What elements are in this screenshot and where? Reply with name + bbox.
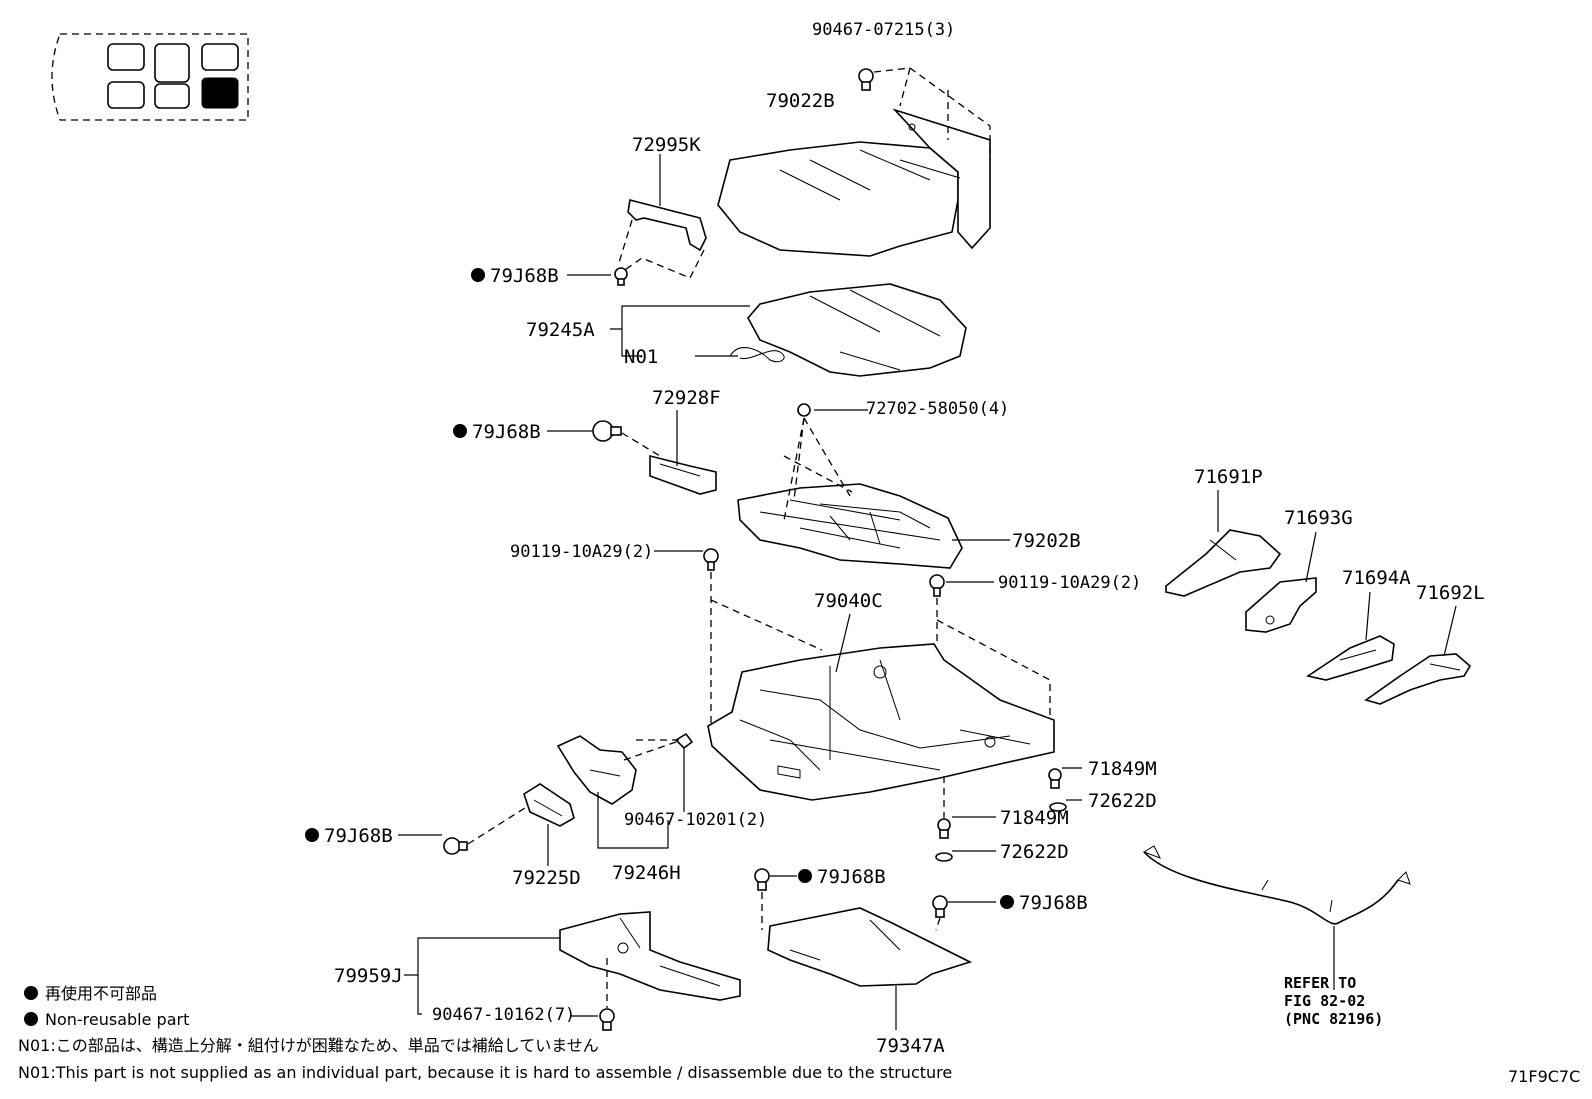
leader-lines (398, 154, 1457, 1030)
frame-79202B (737, 483, 963, 569)
cover-79347A (767, 907, 973, 987)
label-79022B: 79022B (766, 90, 835, 112)
fastener-79J68B-mid (592, 420, 622, 442)
frame-79040C (707, 643, 1055, 801)
wire-harness-82196 (1142, 845, 1411, 925)
label-79246H: 79246H (612, 862, 681, 884)
cover-79959J (559, 911, 741, 1001)
legend-nonreusable-jp: 再使用不可部品 (45, 984, 157, 1003)
label-79202B: 79202B (1012, 530, 1081, 552)
label-71691P: 71691P (1194, 466, 1263, 488)
bracket-71693G (1245, 577, 1317, 633)
bracket-71694A (1305, 635, 1395, 681)
label-90119-left: 90119-10A29(2) (510, 542, 653, 562)
clip-90467-10162 (599, 1008, 615, 1031)
washer-72622D-b (935, 852, 953, 862)
label-71849M-b: 71849M (1000, 807, 1069, 829)
label-79347A: 79347A (876, 1035, 945, 1057)
bracket-71691P (1165, 529, 1282, 597)
label-79J68B-a: 79J68B (490, 265, 559, 287)
label-72622D-b: 72622D (1000, 841, 1069, 863)
label-72702-58050: 72702-58050(4) (866, 399, 1009, 419)
bracket-79246H (556, 735, 637, 805)
clip-90467-10201 (674, 732, 694, 750)
nonreusable-bullets (24, 268, 1014, 1026)
label-79J68B-e: 79J68B (1019, 892, 1088, 914)
wire-N01 (729, 347, 785, 363)
screws-72702 (797, 403, 811, 417)
trim-72995K (627, 199, 707, 252)
fastener-79J68B-low (443, 837, 468, 855)
cover-79225D (523, 783, 575, 827)
label-79225D: 79225D (512, 867, 581, 889)
fastener-79J68B-top (614, 267, 628, 286)
seat-cushion-cover-79022B (717, 108, 991, 257)
label-71692L: 71692L (1416, 582, 1485, 604)
label-79245A: 79245A (526, 319, 595, 341)
clip-90467-07215 (858, 68, 874, 91)
label-72995K: 72995K (632, 134, 701, 156)
washer-72622D-a (1049, 802, 1067, 812)
reference-line-2: FIG 82-02 (1284, 992, 1365, 1010)
label-79959J: 79959J (334, 965, 403, 987)
diagram-id: 71F9C7C (1508, 1067, 1580, 1086)
seat-location-icon (51, 33, 249, 121)
fastener-79J68B-cover-left (754, 868, 770, 891)
reference-line-1: REFER TO (1284, 974, 1356, 992)
label-90119-right: 90119-10A29(2) (998, 573, 1141, 593)
label-79J68B-d: 79J68B (817, 866, 886, 888)
label-79J68B-b: 79J68B (472, 421, 541, 443)
label-71693G: 71693G (1284, 507, 1353, 529)
label-71849M-a: 71849M (1088, 758, 1157, 780)
label-72622D-a: 72622D (1088, 790, 1157, 812)
fastener-79J68B-cover-right (932, 895, 948, 918)
label-90467-10201: 90467-10201(2) (624, 810, 767, 830)
label-N01: N01 (624, 346, 658, 368)
label-79J68B-c: 79J68B (324, 825, 393, 847)
cushion-pad-79245A (747, 283, 967, 377)
label-79040C: 79040C (814, 590, 883, 612)
bolt-90119-right (929, 574, 945, 597)
bolt-90119-left (703, 548, 719, 571)
note-n01-en: N01:This part is not supplied as an indi… (18, 1063, 952, 1082)
cover-72928F (649, 454, 717, 495)
label-90467-07215: 90467-07215(3) (812, 20, 955, 40)
grommet-71849M-a (1048, 768, 1062, 789)
label-71694A: 71694A (1342, 567, 1411, 589)
legend-nonreusable-en: Non-reusable part (45, 1010, 189, 1029)
grommet-71849M-b (937, 818, 951, 839)
reference-line-3: (PNC 82196) (1284, 1010, 1383, 1028)
label-72928F: 72928F (652, 387, 721, 409)
label-90467-10162: 90467-10162(7) (432, 1005, 575, 1025)
note-n01-jp: N01:この部品は、構造上分解・組付けが困難なため、単品では補給していません (18, 1036, 599, 1055)
bracket-71692L (1364, 653, 1472, 705)
